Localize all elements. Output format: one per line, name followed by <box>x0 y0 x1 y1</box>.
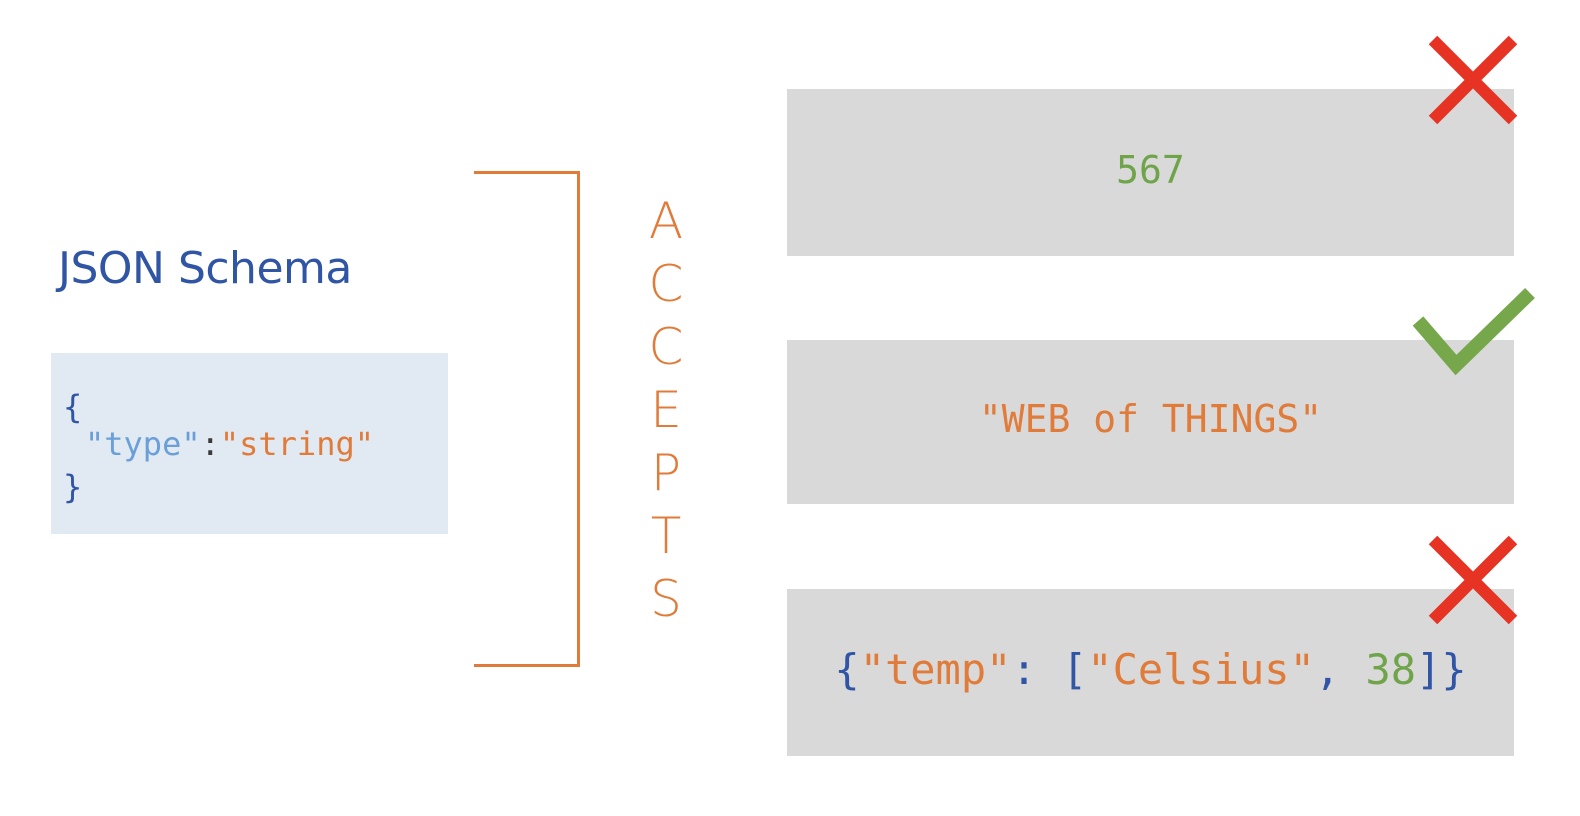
schema-title: JSON Schema <box>58 243 352 294</box>
object-close-brace: } <box>1441 645 1467 694</box>
check-icon <box>1412 287 1535 376</box>
object-key: "temp" <box>859 645 1012 694</box>
schema-key: "type" <box>85 425 201 463</box>
accepts-bracket <box>474 171 580 667</box>
schema-open-brace: { <box>63 388 83 426</box>
example-number-value: 567 <box>1116 148 1185 192</box>
schema-code-box: { "type":"string" } <box>51 353 448 534</box>
example-card-string: "WEB of THINGS" <box>787 340 1514 504</box>
schema-type-line: "type":"string" <box>85 428 374 460</box>
cross-icon <box>1428 535 1518 625</box>
example-card-number: 567 <box>787 89 1514 256</box>
object-close-bracket: ] <box>1416 645 1442 694</box>
example-object-value: {"temp": ["Celsius", 38]} <box>787 649 1514 691</box>
object-item-number: 38 <box>1365 645 1417 694</box>
accepts-letter: A <box>648 192 684 250</box>
accepts-letter: E <box>650 381 682 439</box>
schema-close-brace: } <box>63 468 83 506</box>
accepts-vertical-label: A C C E P T S <box>641 190 691 631</box>
object-item-string: "Celsius" <box>1087 645 1315 694</box>
object-open-brace: { <box>834 645 860 694</box>
accepts-letter: T <box>650 507 682 565</box>
example-card-object: {"temp": ["Celsius", 38]} <box>787 589 1514 756</box>
object-comma: , <box>1314 645 1366 694</box>
example-string-value: "WEB of THINGS" <box>978 397 1323 441</box>
object-colon: : <box>1011 645 1062 694</box>
object-open-bracket: [ <box>1061 645 1088 694</box>
schema-value: "string" <box>219 425 374 463</box>
accepts-letter: C <box>648 255 684 313</box>
accepts-letter: C <box>648 318 684 376</box>
schema-colon: : <box>200 425 220 463</box>
accepts-letter: P <box>650 444 682 502</box>
cross-icon <box>1428 35 1518 125</box>
accepts-letter: S <box>650 570 682 628</box>
